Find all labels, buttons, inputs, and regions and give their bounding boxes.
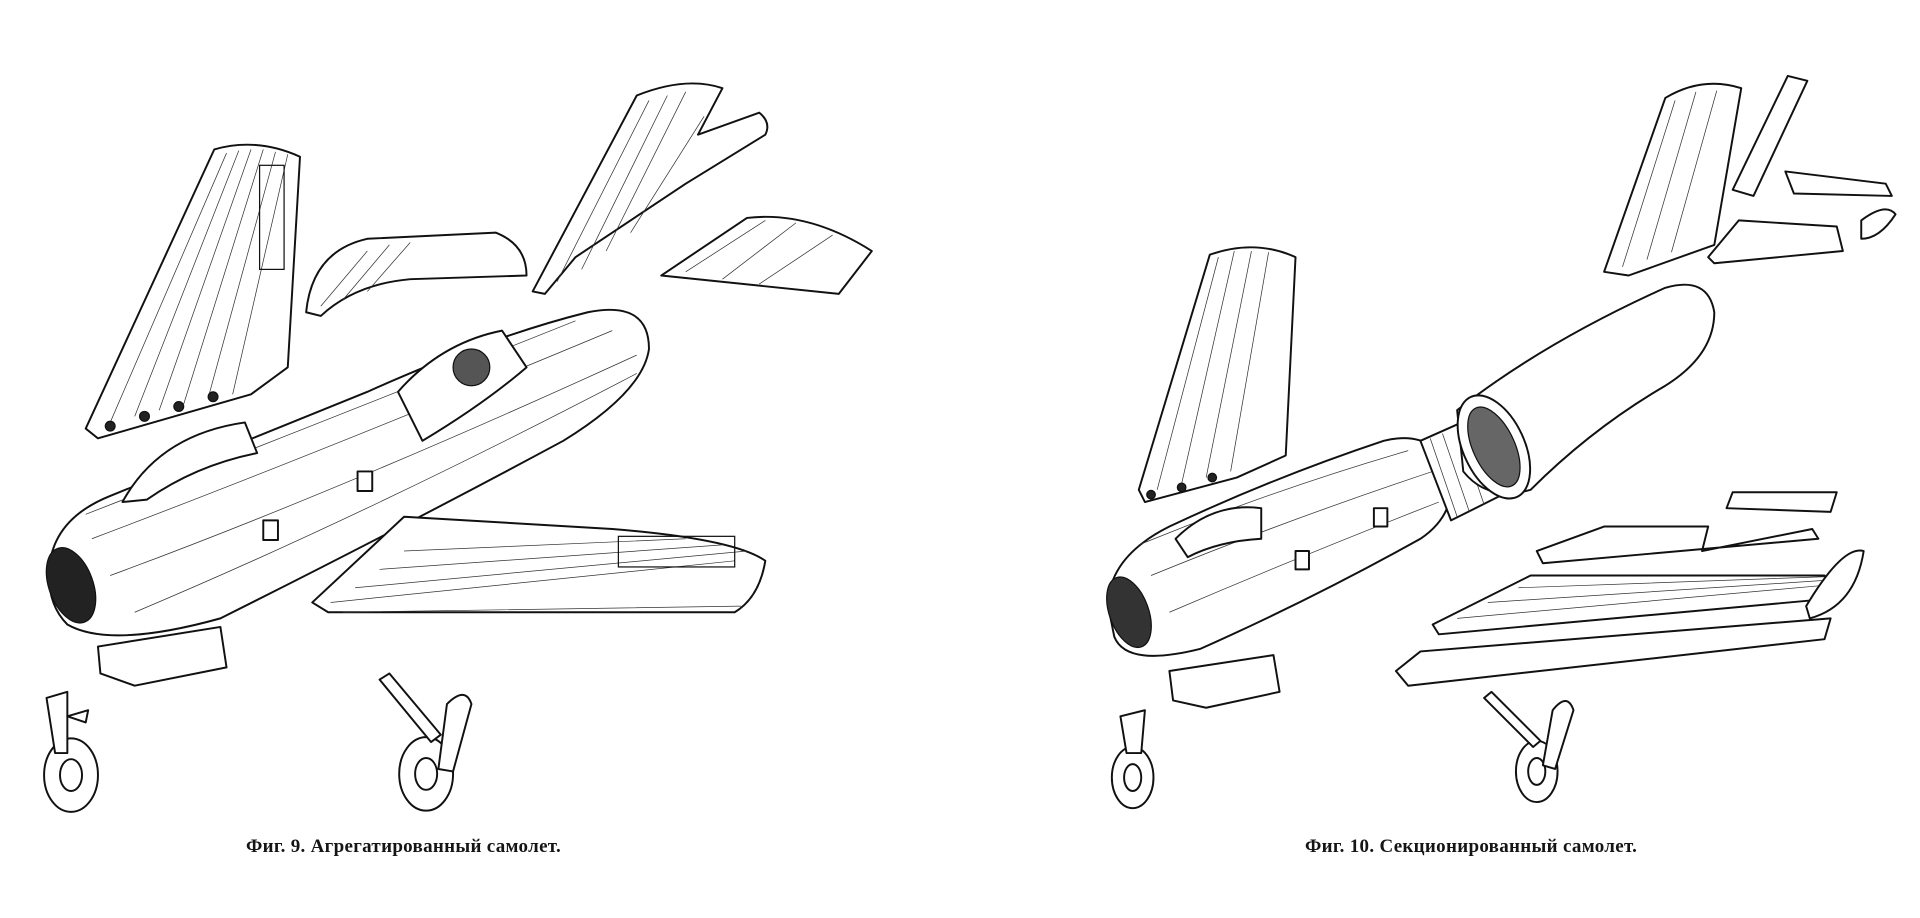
detached-wing-left <box>1137 246 1297 504</box>
tail-sections <box>1603 74 1897 277</box>
detached-wing-left <box>84 143 301 440</box>
detached-wing-right <box>311 515 767 614</box>
main-gear <box>378 672 473 812</box>
vertical-tail <box>531 82 769 295</box>
forward-fuselage <box>1106 437 1453 657</box>
figure-9-aggregated-aircraft <box>43 82 873 813</box>
figure-10-caption: Фиг. 10. Секционированный самолет. <box>1305 836 1638 857</box>
rear-fuselage <box>1456 283 1716 500</box>
gear-door <box>1168 654 1281 709</box>
fuselage <box>45 308 650 637</box>
wing-sections <box>1394 491 1865 687</box>
nose-gear <box>1110 709 1155 810</box>
main-gear <box>1483 690 1575 804</box>
figure-10-sectioned-aircraft <box>1106 74 1897 810</box>
figure-9-caption: Фиг. 9. Агрегатированный самолет. <box>246 836 562 857</box>
horizontal-stabilizer <box>660 215 873 295</box>
canopy-piece <box>305 231 528 317</box>
nose-gear <box>43 690 99 813</box>
gear-door <box>96 625 228 687</box>
